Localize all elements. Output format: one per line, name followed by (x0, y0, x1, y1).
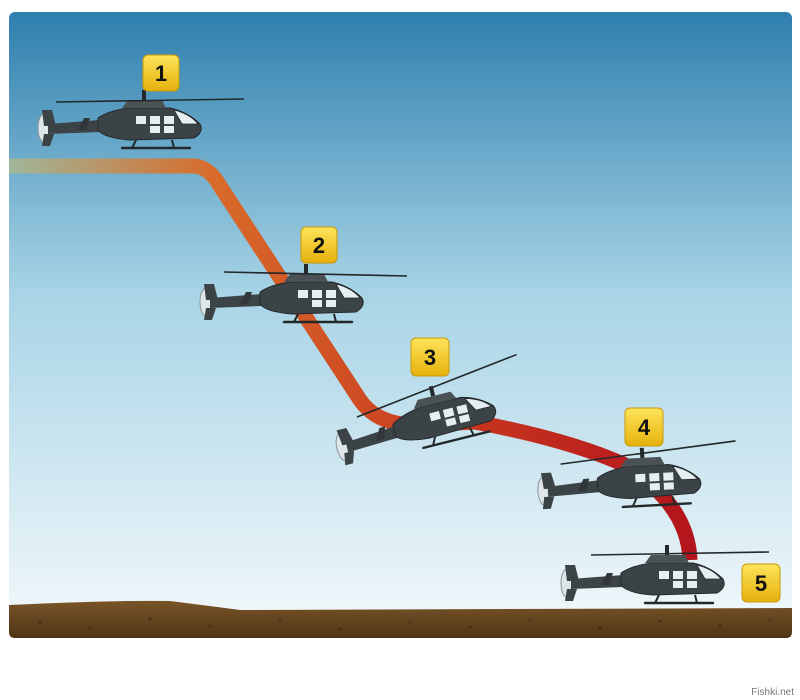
step-number: 2 (313, 233, 325, 258)
ground (9, 600, 792, 638)
step-1: 1 (36, 54, 245, 150)
helicopter-icon (559, 543, 770, 605)
step-number: 5 (755, 571, 767, 596)
step-3: 3 (326, 337, 517, 470)
step-badge: 2 (300, 226, 338, 264)
step-4: 4 (534, 407, 736, 513)
step-badge: 1 (142, 54, 180, 92)
step-badge: 3 (410, 337, 450, 377)
step-badge: 4 (624, 407, 664, 447)
helicopter-icon (534, 440, 736, 513)
step-number: 1 (155, 61, 167, 86)
helicopter-icon (36, 88, 245, 150)
step-2: 2 (198, 226, 408, 324)
watermark-text: Fishki.net (751, 687, 794, 698)
step-5: 5 (559, 543, 781, 605)
helicopter-icon (326, 353, 517, 470)
step-number: 3 (424, 345, 436, 370)
helicopter-icon (198, 262, 408, 324)
step-number: 4 (638, 415, 651, 440)
step-badge: 5 (741, 563, 781, 603)
